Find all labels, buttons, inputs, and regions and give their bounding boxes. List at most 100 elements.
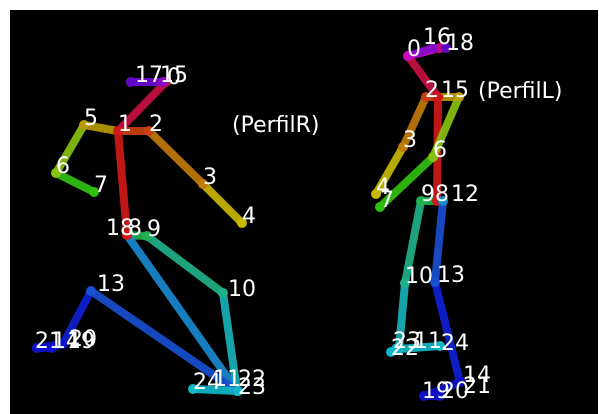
joint-left-6 xyxy=(428,152,438,162)
keypoint-label-left-17: 11 xyxy=(414,329,442,354)
limb-right-10-11 xyxy=(219,289,241,395)
joint-right-18 xyxy=(126,77,136,87)
keypoint-label-right-0: 17 xyxy=(135,63,163,88)
limb-right-2-3 xyxy=(145,127,207,188)
joint-left-13 xyxy=(430,277,440,287)
image-panel xyxy=(10,10,598,414)
joint-left-9 xyxy=(416,196,426,206)
joint-left-7 xyxy=(375,202,385,212)
keypoint-label-left-19: 14 xyxy=(463,363,491,388)
limb-left-5-6 xyxy=(429,93,463,161)
keypoint-label-right-20: 11 xyxy=(213,367,241,392)
limb-left-9-10 xyxy=(401,197,425,287)
view-label-right: (PerfilR) xyxy=(232,113,319,138)
limb-left-10-11 xyxy=(395,279,409,353)
keypoint-label-left-14: 13 xyxy=(437,263,465,288)
joint-right-23 xyxy=(233,386,243,396)
joint-left-23 xyxy=(392,343,402,353)
limb-left-11-24 xyxy=(395,342,444,353)
keypoint-label-left-7: 6 xyxy=(433,138,447,163)
joint-right-21 xyxy=(58,339,68,349)
joint-left-19 xyxy=(419,391,429,401)
joint-right-13 xyxy=(86,286,96,296)
joint-left-4 xyxy=(371,189,381,199)
keypoint-label-left-8: 4 xyxy=(376,175,390,200)
joint-left-17 xyxy=(403,51,413,61)
keypoint-label-right-18: 20 xyxy=(69,327,97,352)
joint-left-12 xyxy=(438,196,448,206)
keypoint-label-right-4: 1 xyxy=(118,112,132,137)
joint-right-4 xyxy=(237,218,247,228)
joint-left-21 xyxy=(455,377,465,387)
limb-right-8-12 xyxy=(123,231,241,395)
keypoint-label-right-6: 6 xyxy=(56,154,70,179)
keypoint-label-right-13: 13 xyxy=(97,272,125,297)
keypoint-label-right-5: 2 xyxy=(149,112,163,137)
keypoint-label-left-1: 16 xyxy=(423,25,451,50)
joint-left-16 xyxy=(428,43,438,53)
limb-right-13-14 xyxy=(59,287,95,348)
keypoint-label-right-15: 21 xyxy=(35,329,63,354)
keypoint-label-right-17: 19 xyxy=(67,329,95,354)
limb-right-3-4 xyxy=(199,180,246,227)
limb-right-11-24 xyxy=(189,385,241,395)
joint-right-6 xyxy=(51,168,61,178)
keypoint-label-left-22: 21 xyxy=(463,374,491,399)
joint-right-16 xyxy=(158,77,168,87)
keypoint-label-left-2: 18 xyxy=(446,31,474,56)
joint-left-10 xyxy=(400,278,410,288)
joint-left-5 xyxy=(454,92,464,102)
limb-right-12-13 xyxy=(87,287,241,395)
keypoint-label-right-1: 15 xyxy=(160,63,188,88)
limb-left-6-7 xyxy=(376,153,437,211)
keypoint-label-left-16: 22 xyxy=(391,336,419,361)
limb-left-3-4 xyxy=(372,143,407,198)
limb-left-13-14 xyxy=(431,278,464,386)
joint-right-5 xyxy=(79,120,89,130)
limb-right-1-0 xyxy=(114,78,170,135)
keypoint-label-left-11: 8 xyxy=(435,182,449,207)
limb-right-1-8 xyxy=(114,127,131,239)
keypoint-label-right-12: 9 xyxy=(147,217,161,242)
joint-left-24 xyxy=(435,341,445,351)
keypoint-label-left-12: 12 xyxy=(451,182,479,207)
limb-right-1-5 xyxy=(80,121,122,135)
joint-right-3 xyxy=(198,179,208,189)
joint-right-24 xyxy=(188,384,198,394)
keypoint-label-right-7: 7 xyxy=(94,173,108,198)
keypoint-label-right-8: 3 xyxy=(203,165,217,190)
keypoint-label-right-11: 8 xyxy=(128,216,142,241)
keypoint-label-left-9: 7 xyxy=(380,188,394,213)
limb-left-1-0 xyxy=(404,52,442,101)
joint-right-8 xyxy=(122,230,132,240)
joint-right-20 xyxy=(47,343,57,353)
view-label-left: (PerfilL) xyxy=(478,79,562,104)
skeleton-joints xyxy=(32,43,465,401)
limb-left-2-3 xyxy=(399,93,430,151)
keypoint-label-right-16: 14 xyxy=(52,329,80,354)
joint-left-20 xyxy=(435,391,445,401)
keypoint-label-right-10: 18 xyxy=(106,216,134,241)
keypoint-label-left-0: 0 xyxy=(407,37,421,62)
joint-left-1 xyxy=(433,92,443,102)
keypoint-label-right-22: 23 xyxy=(238,375,266,400)
keypoint-label-left-10: 9 xyxy=(421,182,435,207)
keypoint-label-left-15: 23 xyxy=(393,329,421,354)
keypoint-label-right-14: 10 xyxy=(228,277,256,302)
joint-right-7 xyxy=(89,187,99,197)
joint-left-2 xyxy=(421,92,431,102)
keypoint-label-left-13: 10 xyxy=(405,264,433,289)
joint-right-2 xyxy=(144,126,154,136)
keypoint-label-left-6: 3 xyxy=(403,128,417,153)
keypoint-label-right-3: 5 xyxy=(84,106,98,131)
keypoint-label-left-21: 20 xyxy=(441,379,469,404)
keypoint-label-left-18: 24 xyxy=(441,331,469,356)
keypoint-label-right-19: 24 xyxy=(193,370,221,395)
limb-right-9-10 xyxy=(143,232,227,297)
keypoint-label-right-2: 0 xyxy=(167,65,181,90)
limb-right-6-7 xyxy=(52,169,98,196)
limb-left-12-13 xyxy=(431,197,447,286)
joint-left-3 xyxy=(398,142,408,152)
